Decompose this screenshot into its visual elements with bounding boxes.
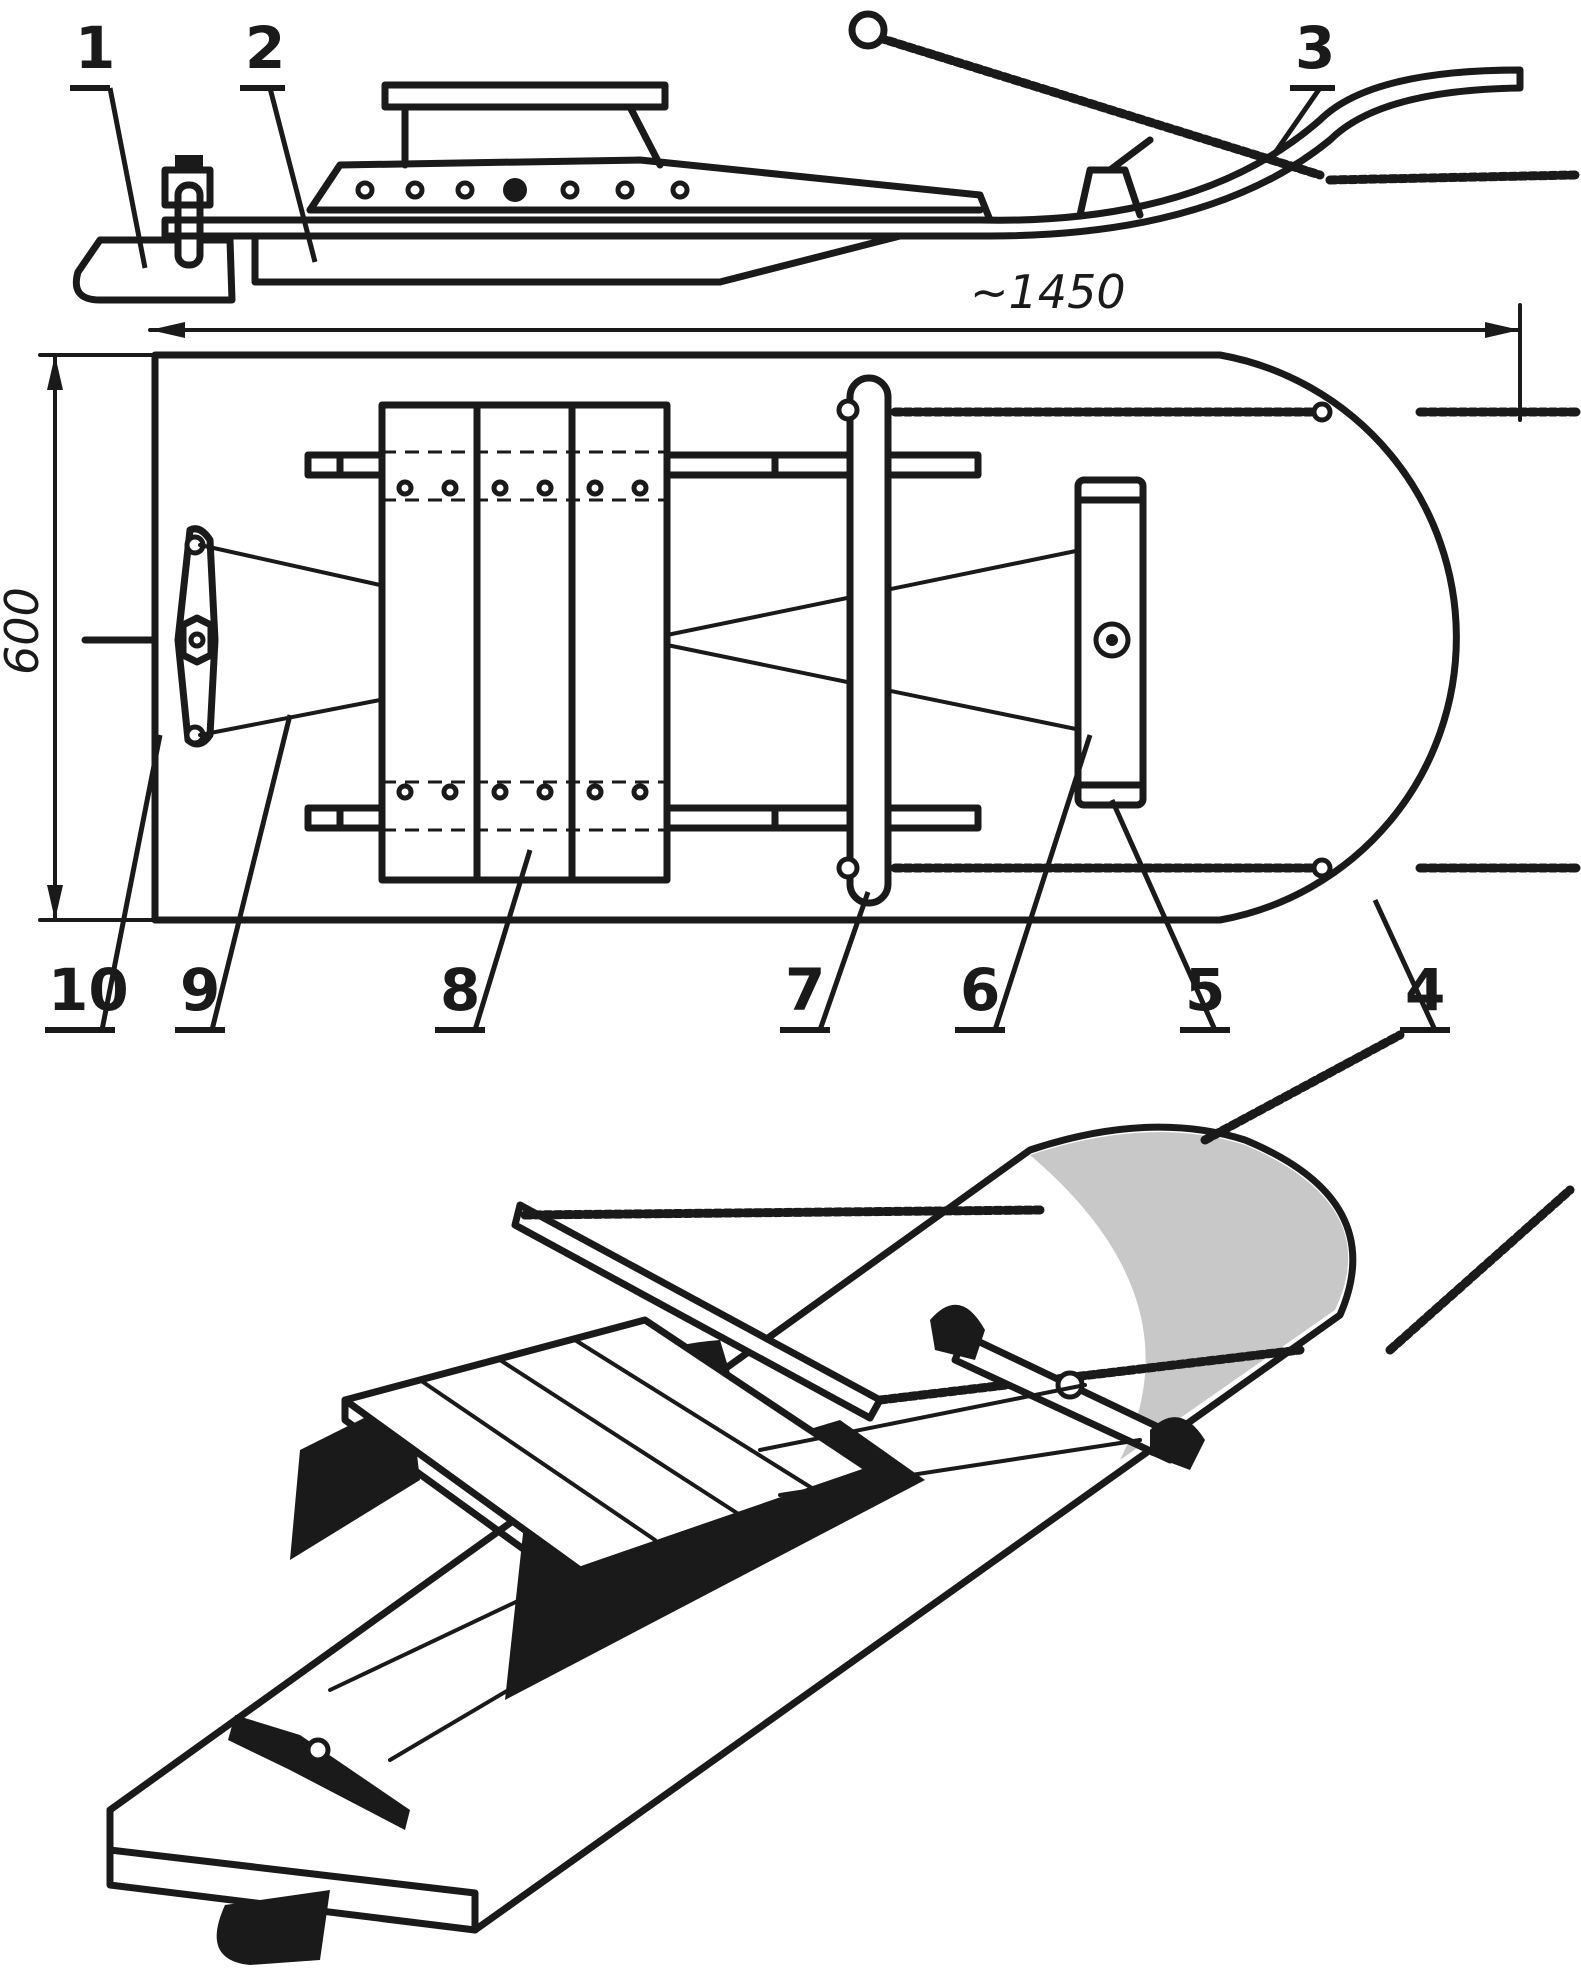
rope-handle-ring <box>848 10 888 50</box>
seat-holes <box>396 479 649 801</box>
label-9: 9 <box>180 956 220 1024</box>
label-6: 6 <box>960 956 1000 1024</box>
label-10: 10 <box>48 956 129 1024</box>
side-rope <box>865 30 1325 180</box>
side-view <box>72 10 1580 304</box>
perspective-keel-left <box>290 1395 420 1560</box>
label-8: 8 <box>440 956 480 1024</box>
top-view <box>81 351 1581 1032</box>
rear-rudder <box>72 236 236 304</box>
rudder-post <box>174 181 204 269</box>
label-7: 7 <box>785 956 825 1024</box>
steering-bar <box>846 374 892 907</box>
label-4: 4 <box>1405 956 1445 1024</box>
dimension-labels: ~1450 600 <box>0 265 1126 675</box>
perspective-view <box>106 1030 1575 1965</box>
perspective-rope-right <box>875 1345 1305 1405</box>
part-labels: 1 2 3 10 9 8 7 6 5 4 <box>45 14 1450 1033</box>
perspective-seat-front <box>341 1396 874 1594</box>
dimension-length: ~1450 <box>970 265 1126 319</box>
side-seat-top <box>381 81 669 111</box>
perspective-steering-bar <box>511 1201 884 1422</box>
dimension-lines <box>38 303 1522 922</box>
perspective-rope-left <box>520 1205 1045 1220</box>
perspective-tiller <box>228 1715 410 1830</box>
perspective-rudder-fin <box>216 1890 330 1965</box>
top-deck-outline <box>151 351 1460 924</box>
side-deck-board <box>161 66 1524 240</box>
label-5: 5 <box>1185 956 1225 1024</box>
perspective-deck-edge <box>106 1806 479 1934</box>
label-1: 1 <box>75 14 115 82</box>
side-bench-body <box>306 156 994 224</box>
side-bench-holes <box>355 178 690 202</box>
deck-shading <box>1030 1132 1349 1460</box>
side-keel <box>251 232 904 286</box>
dimension-width: 600 <box>0 587 49 675</box>
top-seat <box>378 401 671 884</box>
rudder-cord-upper <box>198 543 382 587</box>
label-2: 2 <box>245 14 285 82</box>
label-3: 3 <box>1295 14 1335 82</box>
